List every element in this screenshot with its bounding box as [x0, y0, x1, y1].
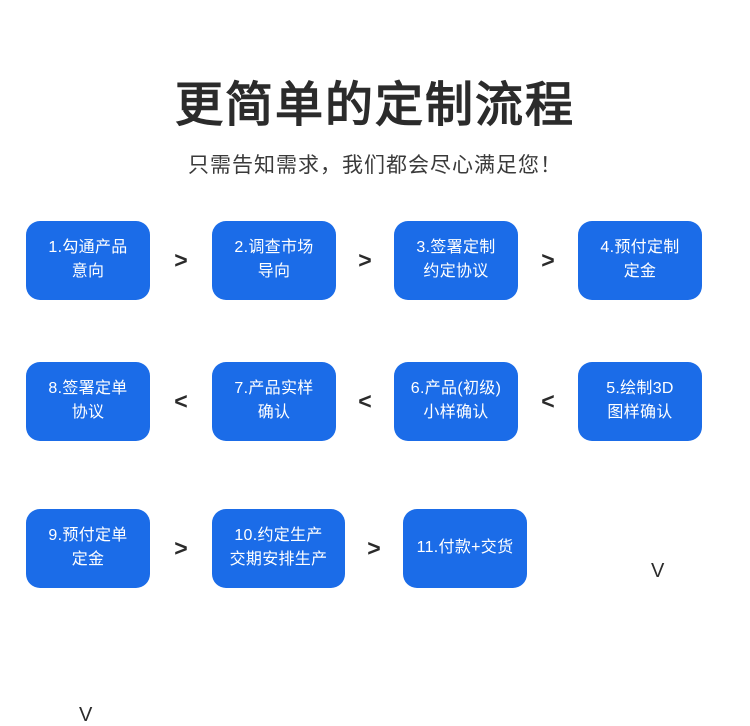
flow-step-6[interactable]: 6.产品(初级) 小样确认: [394, 361, 518, 441]
flow-arrow-1-2: >: [174, 246, 188, 273]
flow-step-1[interactable]: 1.勾通产品 意向: [26, 220, 150, 300]
flow-connector-row2-row3-icon: V: [79, 703, 93, 726]
flow-connector-row1-row2-icon: V: [651, 559, 665, 582]
flow-step-11[interactable]: 11.付款+交货: [403, 508, 527, 588]
flow-arrow-3-4: >: [541, 246, 555, 273]
flow-step-4[interactable]: 4.预付定制 定金: [578, 220, 702, 300]
flow-arrow-5-6: <: [541, 387, 555, 414]
flow-step-10[interactable]: 10.约定生产 交期安排生产: [212, 508, 345, 588]
header: 更简单的定制流程 只需告知需求，我们都会尽心满足您！: [0, 0, 750, 179]
flow-arrow-9-10: >: [174, 534, 188, 561]
flow-row-2: 8.签署定单 协议 < 7.产品实样 确认 < 6.产品(初级) 小样确认 < …: [26, 361, 750, 441]
flow-arrow-7-8: <: [174, 387, 188, 414]
page-title: 更简单的定制流程: [174, 79, 575, 132]
flow-arrow-2-3: >: [358, 246, 372, 273]
process-flow-diagram: 1.勾通产品 意向 > 2.调查市场 导向 > 3.签署定制 约定协议 > 4.…: [0, 220, 750, 725]
flow-step-2[interactable]: 2.调查市场 导向: [212, 220, 336, 300]
flow-step-8[interactable]: 8.签署定单 协议: [26, 361, 150, 441]
flow-arrow-10-11: >: [367, 534, 381, 561]
flow-step-7[interactable]: 7.产品实样 确认: [212, 361, 336, 441]
flow-arrow-6-7: <: [358, 387, 372, 414]
flow-step-5[interactable]: 5.绘制3D 图样确认: [578, 361, 702, 441]
flow-row-1: 1.勾通产品 意向 > 2.调查市场 导向 > 3.签署定制 约定协议 > 4.…: [26, 220, 750, 300]
page-subtitle: 只需告知需求，我们都会尽心满足您！: [188, 153, 562, 177]
flow-step-9[interactable]: 9.预付定单 定金: [26, 508, 150, 588]
flow-row-3: 9.预付定单 定金 > 10.约定生产 交期安排生产 > 11.付款+交货: [26, 508, 750, 588]
flow-step-3[interactable]: 3.签署定制 约定协议: [394, 220, 518, 300]
